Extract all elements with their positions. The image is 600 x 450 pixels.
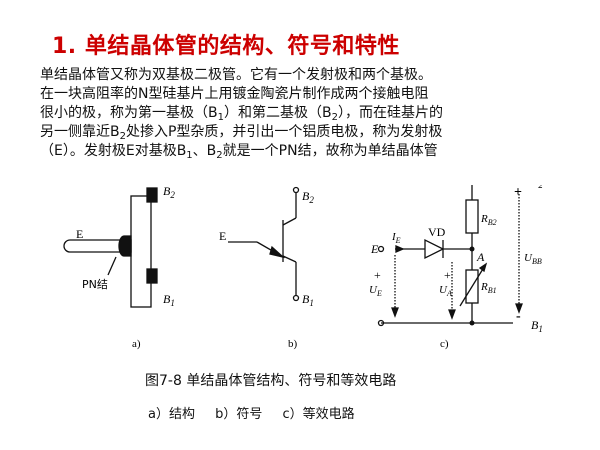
subscript: 1 <box>217 112 224 123</box>
sym-label-b1: B1 <box>302 292 314 308</box>
circ-label-b1: B1 <box>531 318 543 334</box>
para-line-4: 另一侧靠近B2处掺入P型杂质，并引出一个铝质电极，称为发射极 <box>40 123 560 142</box>
para-line-5: （E）。发射极E对基极B1、B2就是一个PN结，故称为单结晶体管 <box>40 142 560 161</box>
para-line-1: 单结晶体管又称为双基极二极管。它有一个发射极和两个基极。 <box>40 67 432 83</box>
figure-subcaptions: a）结构 b）符号 c）等效电路 <box>148 403 369 422</box>
pn-pointer <box>107 256 117 276</box>
circ-plus-ua: + <box>444 268 451 282</box>
n-type-base <box>130 195 152 308</box>
para-text: 、B <box>192 143 217 159</box>
para-line-3: 很小的极，称为第一基极（B1）和第二基极（B2），而在硅基片的 <box>40 104 560 123</box>
para-text: ），而在硅基片的 <box>337 105 443 121</box>
circ-label-a: A <box>476 250 485 264</box>
subcaption-b: b）符号 <box>215 407 263 422</box>
subscript: 2 <box>216 150 223 161</box>
subscript: 2 <box>119 131 126 142</box>
sym-label-b2: B2 <box>302 189 314 205</box>
diode-vd <box>424 238 445 260</box>
ujt-figure: E B2 B1 PN结 a) E B2 B1 b) <box>63 185 543 350</box>
caption-a: a) <box>132 338 141 350</box>
subcaption-c: c）等效电路 <box>282 407 355 422</box>
circ-label-rb1: RB1 <box>480 281 497 295</box>
rb1-arrow-head <box>478 262 488 273</box>
sym-label-e: E <box>219 229 226 243</box>
emitter-lead <box>63 239 132 253</box>
label-pn: PN结 <box>82 278 108 291</box>
description-paragraph: 单结晶体管又称为双基极二极管。它有一个发射极和两个基极。 在一块高阻率的N型硅基… <box>40 66 560 161</box>
circ-plus-ue: + <box>374 268 381 282</box>
circ-label-ua: UA <box>439 284 452 298</box>
b1-contact <box>146 268 158 284</box>
para-text: 就是一个PN结，故称为单结晶体管 <box>222 143 438 159</box>
b2-contact <box>146 187 158 203</box>
subscript: 2 <box>331 112 338 123</box>
circ-label-ue: UE <box>369 284 382 298</box>
para-text: （E）。发射极E对基极B <box>40 143 187 159</box>
node-a <box>469 246 475 252</box>
para-text: 很小的极，称为第一基极（B <box>40 105 218 121</box>
label-e: E <box>76 227 83 241</box>
e-terminal <box>377 245 385 253</box>
para-text: ）和第二基极（B <box>223 105 332 121</box>
b2-terminal <box>292 186 300 194</box>
ubb-arrow-head <box>515 303 523 314</box>
circ-label-rb2: RB2 <box>480 213 497 227</box>
b1-terminal <box>292 294 300 302</box>
rb1-variable-arrow <box>459 263 487 307</box>
circ-label-e: E <box>370 242 379 256</box>
ue-arrow-head <box>391 307 399 318</box>
circ-label-b2: B2 <box>531 185 543 190</box>
pn-junction <box>118 235 132 257</box>
circ-label-vd: VD <box>428 225 446 239</box>
ground-terminal-left <box>377 319 385 327</box>
circ-plus-top: + <box>514 185 522 200</box>
structure-diagram <box>63 187 158 308</box>
slide-title: 1. 单结晶体管的结构、符号和特性 <box>52 34 400 59</box>
b1-connector <box>282 255 297 263</box>
symbol-diagram <box>228 186 300 302</box>
label-b2: B2 <box>163 185 175 200</box>
ie-arrow <box>395 245 405 253</box>
circ-label-ubb: UBB <box>524 252 542 266</box>
emitter-arrow <box>269 245 286 259</box>
circ-minus-bottom: - <box>516 309 521 324</box>
caption-b: b) <box>288 338 298 350</box>
ua-arrow-head <box>448 309 456 320</box>
subcaption-a: a）结构 <box>148 407 195 422</box>
subscript: 1 <box>186 150 193 161</box>
figure-caption: 图7-8 单结晶体管结构、符号和等效电路 <box>145 373 397 389</box>
para-text: 另一侧靠近B <box>40 124 120 140</box>
para-text: 处掺入P型杂质，并引出一个铝质电极，称为发射极 <box>125 124 443 140</box>
para-line-2: 在一块高阻率的N型硅基片上用镀金陶瓷片制作成两个接触电阻 <box>40 86 429 102</box>
b2-connector <box>282 217 297 226</box>
caption-c: c) <box>440 338 449 350</box>
node-ground <box>469 320 475 326</box>
equivalent-circuit <box>377 185 523 327</box>
label-b1: B1 <box>163 292 175 308</box>
circ-label-ie: IE <box>391 231 401 245</box>
resistor-rb2 <box>465 199 479 234</box>
